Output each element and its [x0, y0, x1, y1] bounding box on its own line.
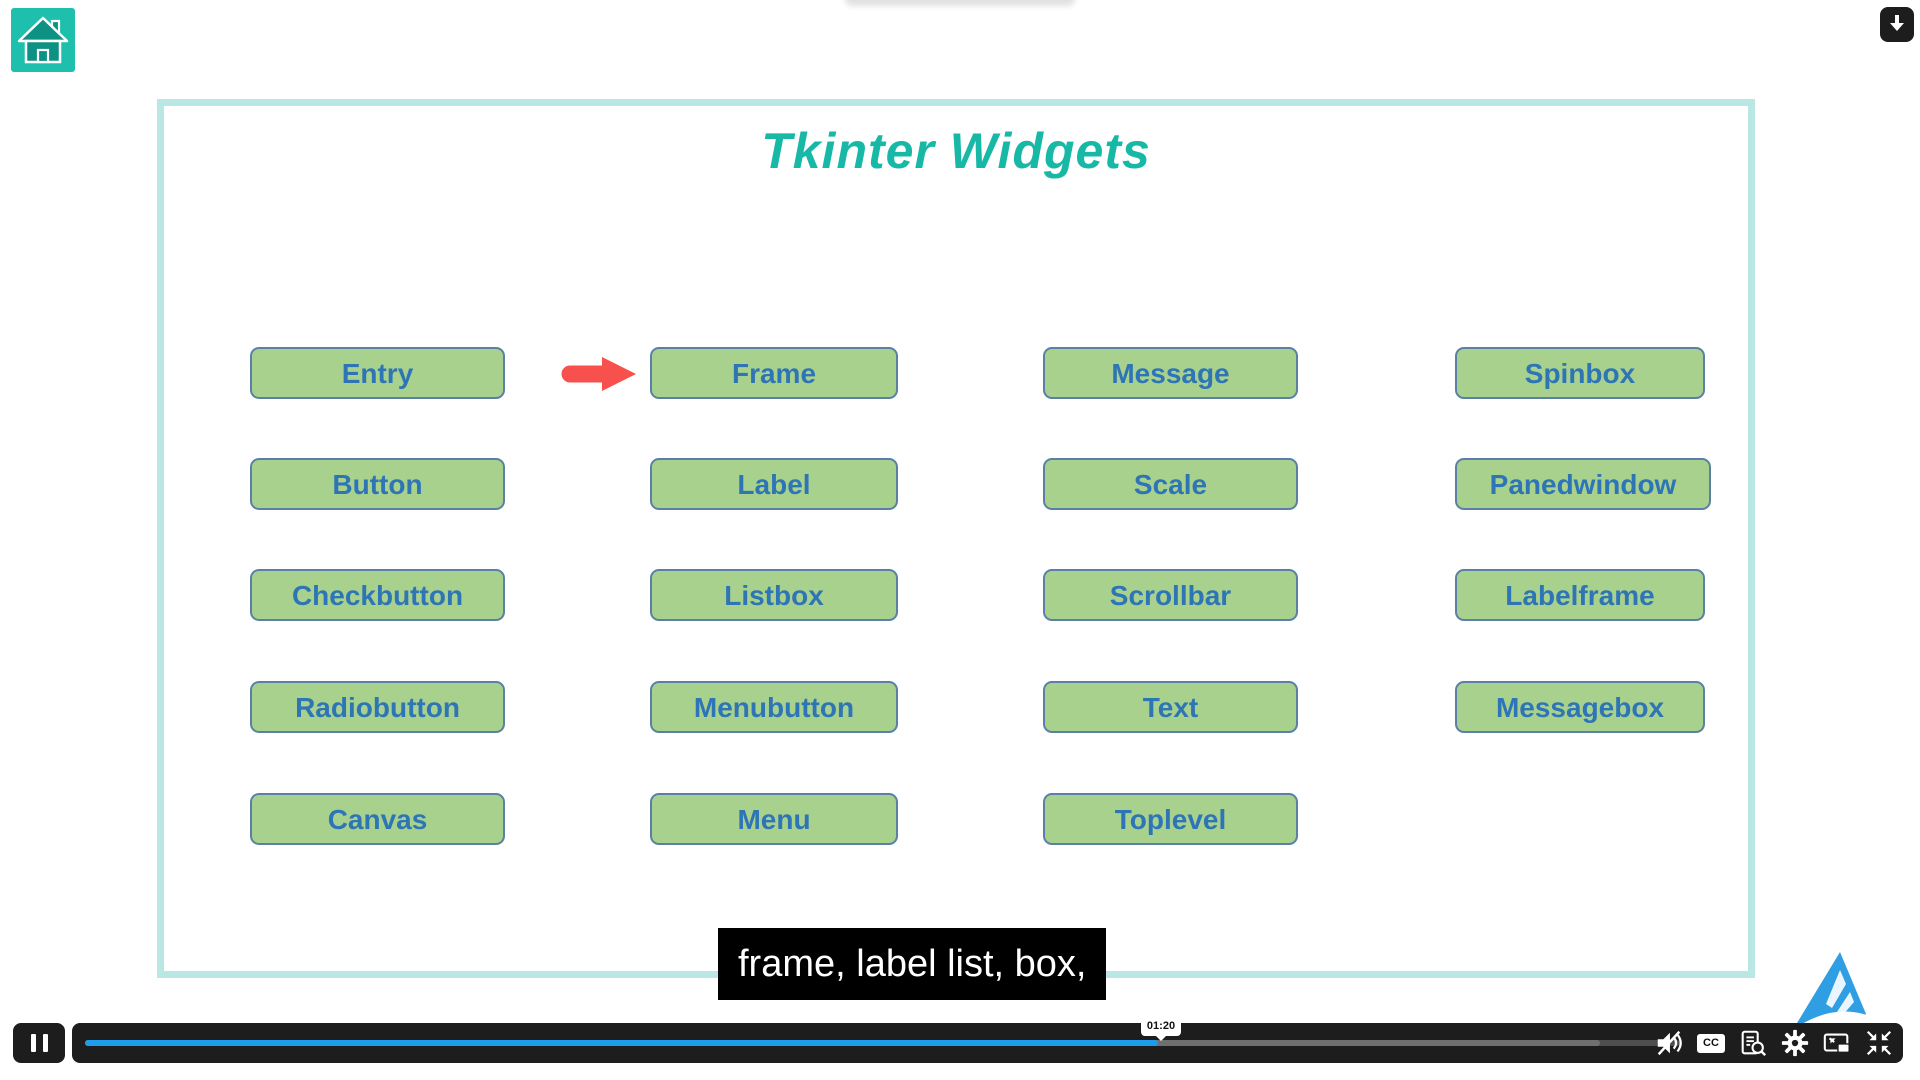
- widget-button-spinbox: Spinbox: [1455, 347, 1705, 399]
- seek-time-tooltip: 01:20: [1141, 1016, 1181, 1041]
- widget-button-scale: Scale: [1043, 458, 1298, 510]
- top-center-shadow: [845, 0, 1075, 6]
- widget-button-radiobutton: Radiobutton: [250, 681, 505, 733]
- cc-icon: CC: [1697, 1033, 1725, 1053]
- volume-muted-button[interactable]: [1653, 1027, 1685, 1059]
- widget-button-checkbutton: Checkbutton: [250, 569, 505, 621]
- caption-text: frame, label list, box,: [718, 928, 1107, 1000]
- volume-muted-icon: [1657, 1030, 1682, 1056]
- widget-button-listbox: Listbox: [650, 569, 898, 621]
- home-icon: [11, 8, 75, 75]
- widget-button-menubutton: Menubutton: [650, 681, 898, 733]
- player-control-bar: CC: [72, 1023, 1903, 1063]
- slide-title: Tkinter Widgets: [761, 123, 1151, 179]
- widget-button-labelframe: Labelframe: [1455, 569, 1705, 621]
- player-icon-row: CC: [1653, 1023, 1895, 1063]
- widget-button-menu: Menu: [650, 793, 898, 845]
- settings-button[interactable]: [1779, 1027, 1811, 1059]
- transcript-search-button[interactable]: [1737, 1027, 1769, 1059]
- pause-button[interactable]: [13, 1023, 65, 1063]
- widget-button-panedwindow: Panedwindow: [1455, 458, 1711, 510]
- widget-button-scrollbar: Scrollbar: [1043, 569, 1298, 621]
- widget-button-entry: Entry: [250, 347, 505, 399]
- widget-button-button: Button: [250, 458, 505, 510]
- scroll-down-button[interactable]: [1880, 7, 1914, 42]
- closed-captions-button[interactable]: CC: [1695, 1027, 1727, 1059]
- seek-bar[interactable]: [85, 1040, 1680, 1046]
- widget-button-messagebox: Messagebox: [1455, 681, 1705, 733]
- widget-button-label: Label: [650, 458, 898, 510]
- picture-in-picture-icon: [1823, 1033, 1850, 1054]
- widget-button-canvas: Canvas: [250, 793, 505, 845]
- widget-button-message: Message: [1043, 347, 1298, 399]
- widget-button-frame: Frame: [650, 347, 898, 399]
- transcript-search-icon: [1741, 1030, 1767, 1057]
- widget-button-text: Text: [1043, 681, 1298, 733]
- exit-fullscreen-button[interactable]: [1863, 1027, 1895, 1059]
- slide-canvas[interactable]: [157, 99, 1755, 978]
- widget-button-toplevel: Toplevel: [1043, 793, 1298, 845]
- gear-icon: [1781, 1029, 1809, 1057]
- pause-icon: [30, 1034, 36, 1052]
- picture-in-picture-button[interactable]: [1821, 1027, 1853, 1059]
- pointer-arrow-icon: [556, 350, 640, 403]
- exit-fullscreen-icon: [1866, 1030, 1892, 1056]
- down-arrow-icon: [1886, 12, 1908, 37]
- played-progress: [85, 1040, 1159, 1046]
- home-button[interactable]: [11, 8, 75, 72]
